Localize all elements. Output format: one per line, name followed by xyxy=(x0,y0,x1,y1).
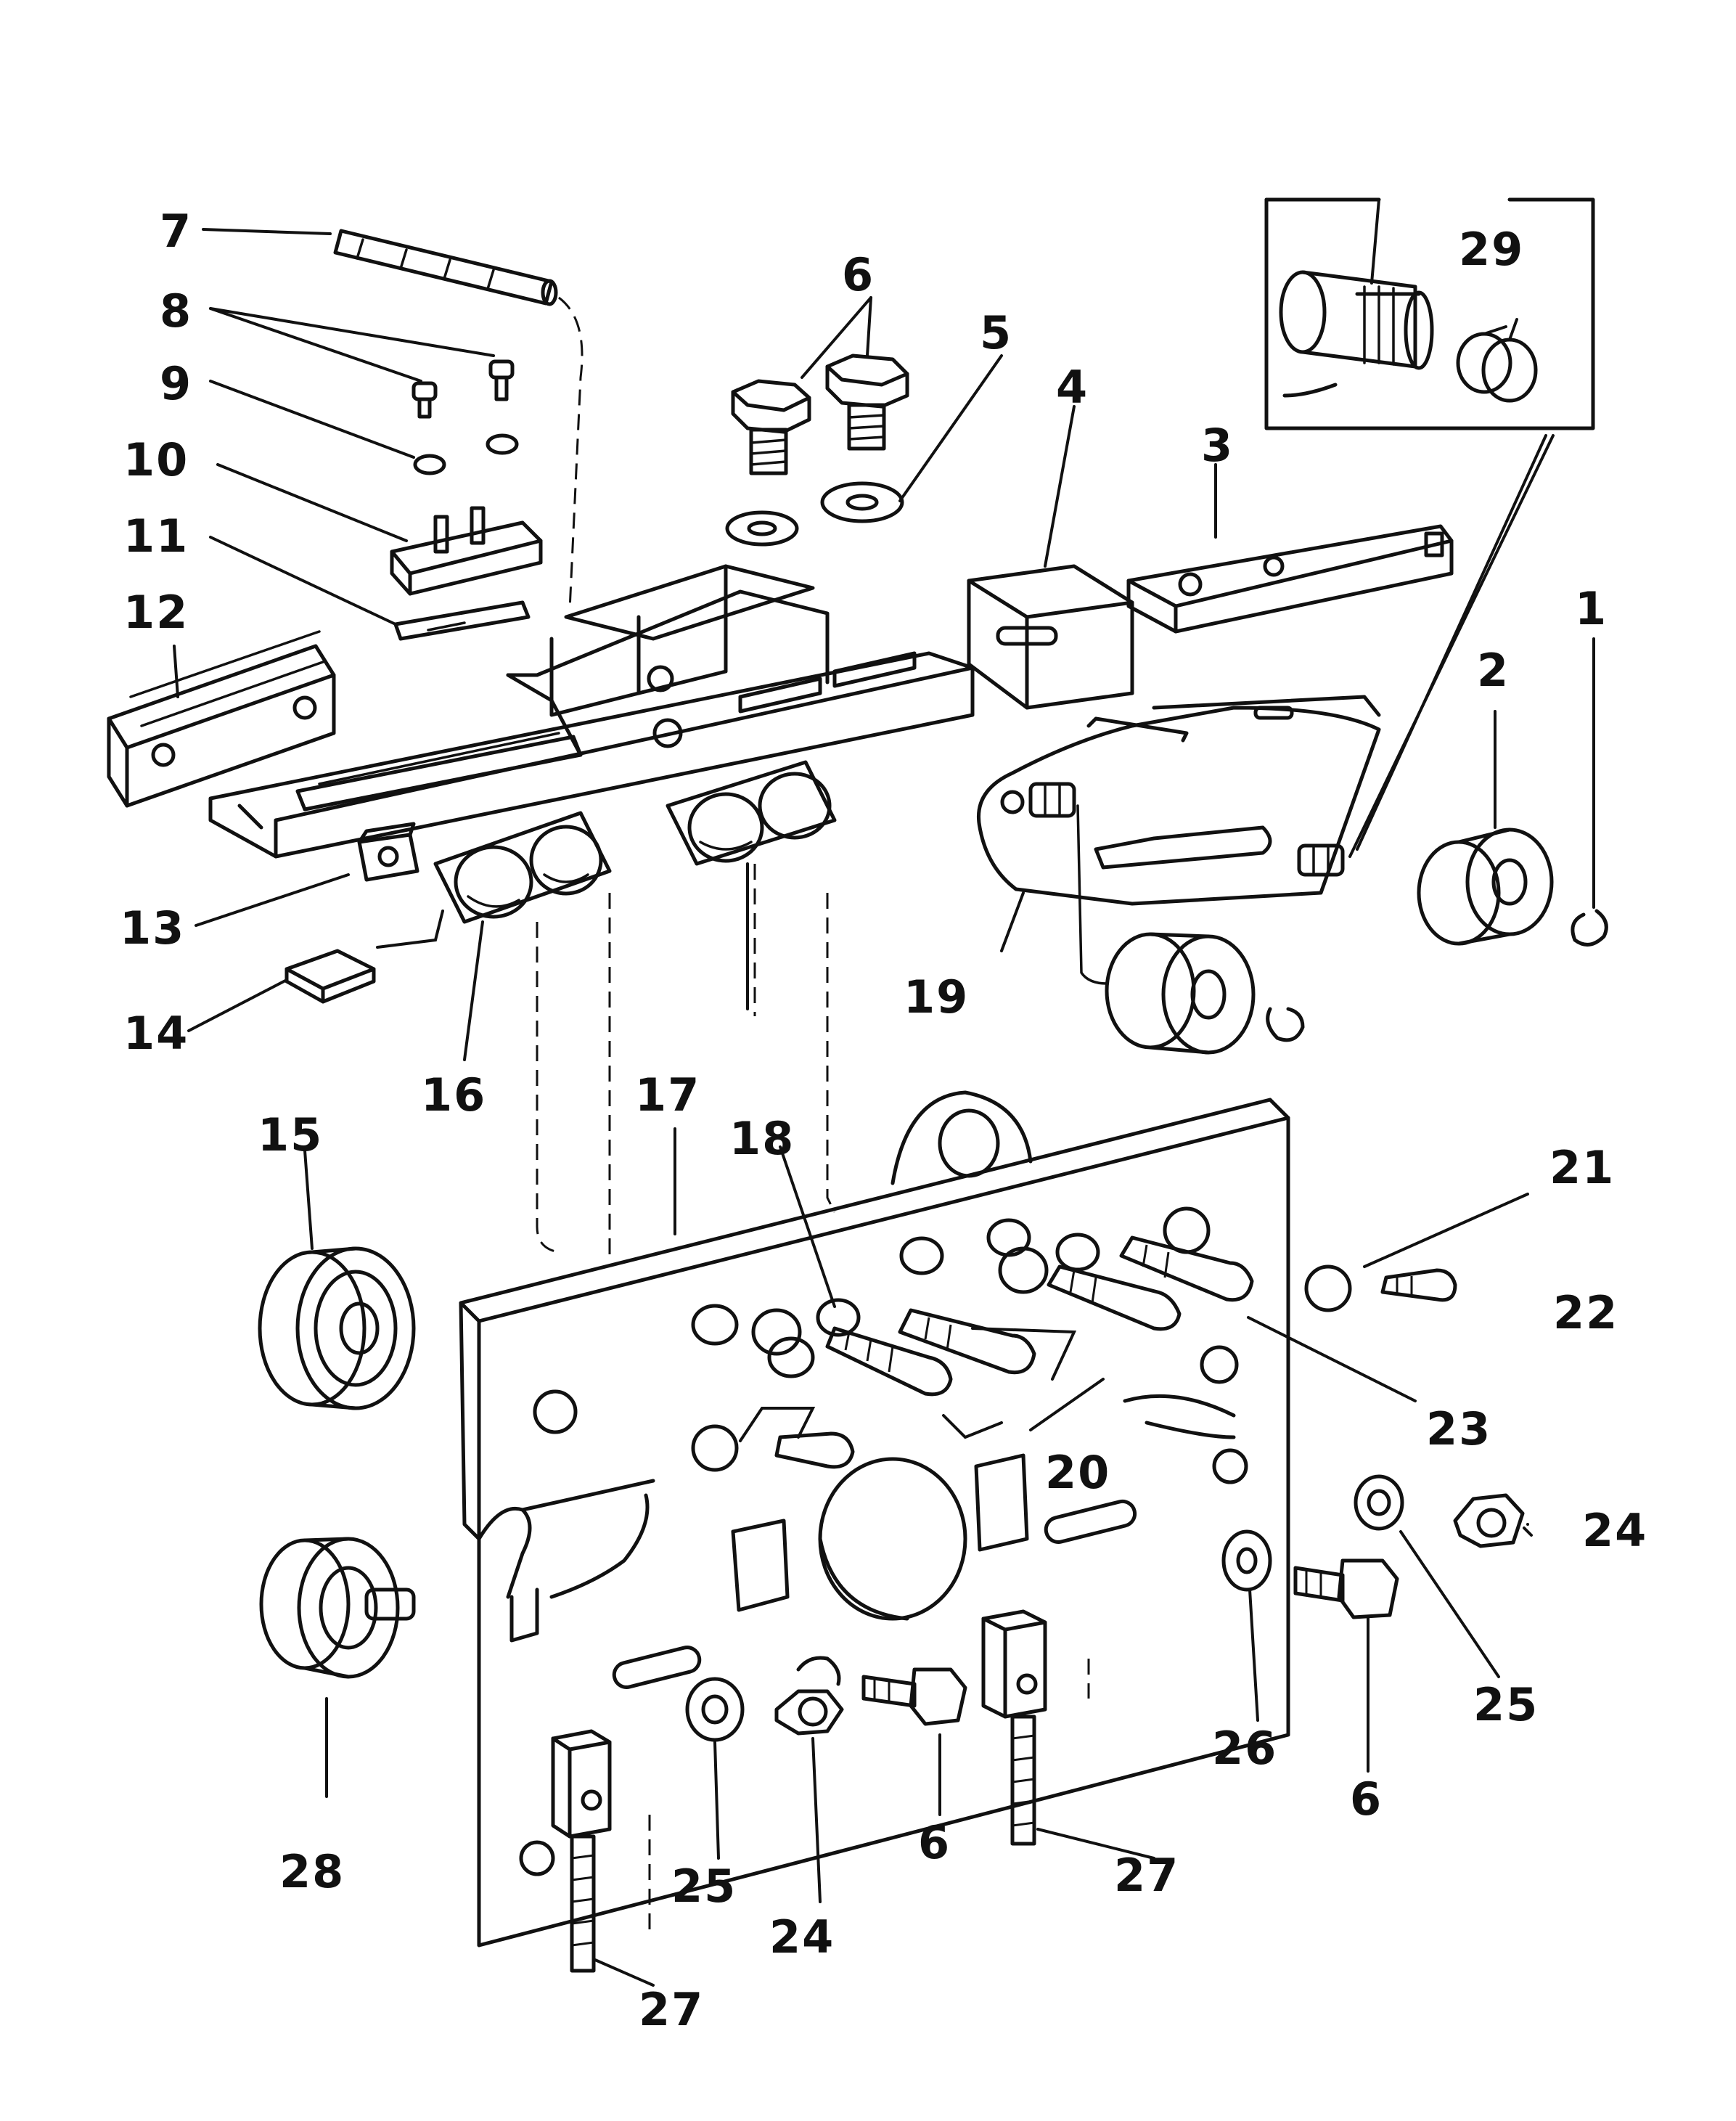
callout-labels: 7 8 9 10 11 12 6 5 4 3 29 1 2 13 14 19 1… xyxy=(120,205,1647,2036)
part-10-terminal-block xyxy=(390,506,543,596)
part-28-pulley xyxy=(259,1537,416,1798)
callout-28: 28 xyxy=(279,1845,345,1898)
part-18-nuts xyxy=(691,1206,1211,1472)
part-6-bolts-top xyxy=(731,354,909,475)
part-3-flat-bar xyxy=(1126,524,1454,634)
roller-housing-left xyxy=(433,811,612,924)
callout-14: 14 xyxy=(123,1007,189,1060)
callout-18: 18 xyxy=(729,1112,795,1165)
callout-4: 4 xyxy=(1056,361,1089,414)
callout-6-top: 6 xyxy=(842,248,875,301)
callout-7: 7 xyxy=(160,205,192,258)
callout-29: 29 xyxy=(1459,223,1524,276)
part-21-22-screw-right xyxy=(1304,1264,1457,1312)
part-2-roller xyxy=(1417,827,1554,946)
part-29-shaft xyxy=(1279,270,1434,370)
callout-10: 10 xyxy=(123,433,189,486)
part-27-threaded-post-left xyxy=(551,1729,612,1973)
main-carriage-frame xyxy=(208,564,975,859)
callout-24-bottom: 24 xyxy=(769,1910,835,1963)
callout-20: 20 xyxy=(1045,1446,1110,1499)
part-29-orings xyxy=(1456,332,1538,403)
callout-25-bottom: 25 xyxy=(671,1860,737,1913)
part-5-lock-washers xyxy=(725,481,904,547)
callout-24-right: 24 xyxy=(1582,1504,1647,1557)
part-19-stud-right xyxy=(1297,843,1345,877)
part-1-clip-ring xyxy=(1571,637,1608,947)
part-14-pad xyxy=(284,949,376,1004)
part-24-nut-bottom xyxy=(774,1656,844,1736)
callout-16: 16 xyxy=(421,1068,486,1121)
roller-housing-right xyxy=(666,760,837,866)
callout-2: 2 xyxy=(1477,644,1510,697)
part-25-washer-bottom xyxy=(685,1677,745,1742)
part-15-pulley xyxy=(258,1246,416,1410)
callout-3: 3 xyxy=(1201,419,1234,472)
callout-27-left: 27 xyxy=(639,1983,704,2036)
part-24-nut-right xyxy=(1453,1493,1525,1548)
callout-1: 1 xyxy=(1575,582,1608,635)
part-12-side-bracket xyxy=(107,630,336,808)
callout-26: 26 xyxy=(1212,1722,1277,1775)
part-8-screws xyxy=(412,359,515,419)
part-25-washer-right xyxy=(1354,1474,1404,1531)
part-27-threaded-post-right xyxy=(981,1609,1047,1846)
callout-11: 11 xyxy=(123,510,189,563)
callout-8: 8 xyxy=(160,285,192,338)
leader-lines xyxy=(173,228,1555,1987)
dashed-guide-lines xyxy=(536,864,1090,1931)
callout-19: 19 xyxy=(904,970,969,1023)
callout-21: 21 xyxy=(1549,1141,1615,1194)
part-7-long-pin xyxy=(333,229,584,610)
callout-13: 13 xyxy=(120,902,185,955)
callout-6-bottom: 6 xyxy=(918,1816,951,1869)
part-6-bolt-right xyxy=(1293,1558,1399,1619)
part-19-stud xyxy=(1028,782,1076,818)
callout-6-right: 6 xyxy=(1350,1773,1383,1826)
part-20-long-screws xyxy=(739,1235,1254,1469)
part-6-bolt-bottom xyxy=(861,1667,967,1726)
part-26-lock-washer xyxy=(1221,1529,1272,1592)
lever-roller xyxy=(1105,932,1305,1055)
part-29-inset xyxy=(1264,197,1595,430)
callout-9: 9 xyxy=(160,357,192,410)
part-13-nut-block xyxy=(357,822,419,882)
callout-12: 12 xyxy=(123,586,189,639)
callout-23: 23 xyxy=(1426,1402,1491,1455)
part-17-main-plate xyxy=(459,1090,1290,1948)
callout-27-right: 27 xyxy=(1114,1849,1179,1902)
callout-15: 15 xyxy=(258,1108,323,1161)
part-9-washers xyxy=(413,433,519,475)
callout-22: 22 xyxy=(1553,1286,1618,1339)
part-19-lever-bracket xyxy=(977,695,1381,985)
part-11-clip-plate xyxy=(393,600,531,641)
callout-5: 5 xyxy=(980,306,1012,359)
callout-17: 17 xyxy=(635,1068,700,1121)
callout-25-right: 25 xyxy=(1473,1678,1539,1731)
part-4-block xyxy=(967,564,1134,710)
